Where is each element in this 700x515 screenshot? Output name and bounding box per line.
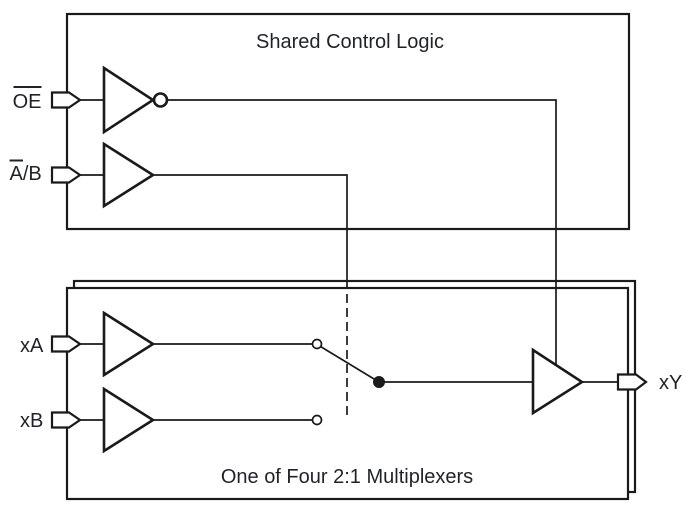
xy-pin-icon xyxy=(616,373,648,391)
xb-pin-icon xyxy=(50,411,82,429)
control-logic-box xyxy=(65,12,631,231)
switch-wiper-wire xyxy=(320,345,380,383)
xb-pin-label: xB xyxy=(20,410,43,432)
ab-pin-label: A/B xyxy=(10,163,42,185)
ab-pin-icon xyxy=(50,166,82,184)
xa-pin-icon xyxy=(50,335,82,353)
xb-switch-contact-icon xyxy=(311,414,323,426)
mux-title: One of Four 2:1 Multiplexers xyxy=(221,466,473,488)
xa-buffer-gate-icon xyxy=(102,310,156,378)
xy-pin-label: xY xyxy=(659,372,682,394)
output-buffer-gate-icon xyxy=(531,347,585,416)
switch-junction-dot-icon xyxy=(373,376,385,388)
inverter-bubble-icon xyxy=(152,92,169,108)
oe-pin-label: OE xyxy=(13,91,42,113)
xa-switch-contact-icon xyxy=(311,338,323,350)
oe-pin-icon xyxy=(50,91,82,109)
oe-enable-wire xyxy=(167,99,557,365)
control-logic-title: Shared Control Logic xyxy=(256,31,444,53)
oe-inverter-gate-icon xyxy=(102,65,156,135)
ab-buffer-gate-icon xyxy=(102,141,156,209)
xb-buffer-gate-icon xyxy=(102,386,156,454)
ab-select-wire xyxy=(153,174,348,289)
xa-pin-label: xA xyxy=(20,335,44,357)
